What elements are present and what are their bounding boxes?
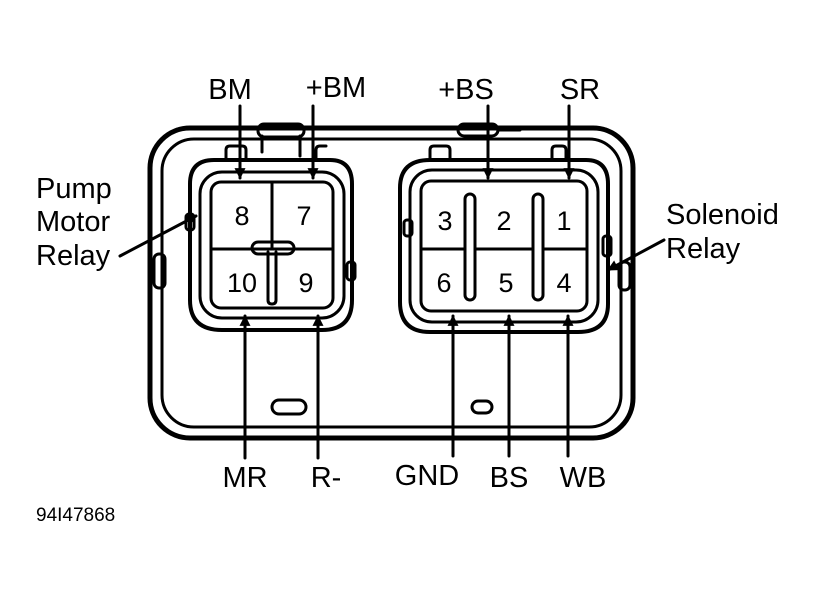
terminal-arrows <box>118 104 666 460</box>
solenoid-relay-label-line2: Relay <box>666 233 741 265</box>
relay-housing <box>147 122 636 441</box>
figure-code: 94I47868 <box>36 505 115 526</box>
solenoid-relay-label-line1: Solenoid <box>666 199 779 231</box>
pin-10-label: 10 <box>227 268 257 298</box>
terminal-label-bs: BS <box>490 462 529 494</box>
solenoid-relay-connector: 3 2 1 6 5 4 <box>398 144 613 334</box>
pin-2-label: 2 <box>496 206 511 236</box>
pin-3-label: 3 <box>437 206 452 236</box>
terminal-label-r-minus: R- <box>311 462 342 494</box>
pump-motor-relay-label-line2: Motor <box>36 206 110 238</box>
pin-4-label: 4 <box>556 268 571 298</box>
pump-motor-relay-connector: 8 7 10 9 <box>184 144 357 332</box>
pump-motor-relay-label-line1: Pump <box>36 173 112 205</box>
pin-1-label: 1 <box>556 206 571 236</box>
pin-8-label: 8 <box>234 201 249 231</box>
terminal-label-mr: MR <box>222 462 267 494</box>
pin-7-label: 7 <box>296 201 311 231</box>
terminal-label-plus-bm: +BM <box>306 72 366 104</box>
pin-5-label: 5 <box>498 268 513 298</box>
terminal-label-bm: BM <box>208 74 252 106</box>
pump-motor-relay-label-line3: Relay <box>36 240 111 272</box>
pin-9-label: 9 <box>298 268 313 298</box>
terminal-label-plus-bs: +BS <box>438 74 494 106</box>
terminal-label-sr: SR <box>560 74 600 106</box>
terminal-label-wb: WB <box>560 462 607 494</box>
terminal-label-gnd: GND <box>395 460 459 492</box>
pin-6-label: 6 <box>436 268 451 298</box>
